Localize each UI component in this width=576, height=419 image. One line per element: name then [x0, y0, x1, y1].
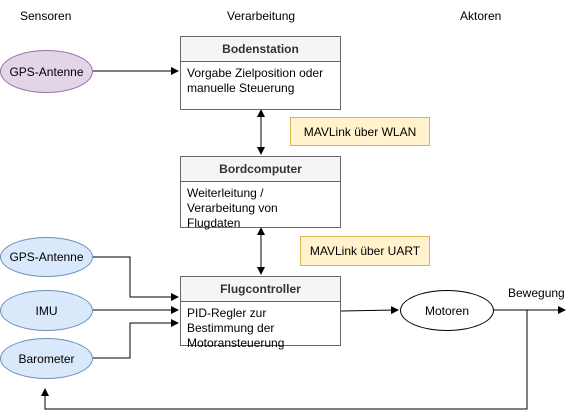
bordcomputer-description: Weiterleitung / Verarbeitung von Flugdat…	[187, 186, 278, 230]
flugcontroller-box: Flugcontroller PID-Regler zur Bestimmung…	[180, 276, 341, 350]
arrow-flugcontroller-to-motoren	[340, 306, 399, 315]
column-heading-actuators: Aktoren	[460, 9, 502, 23]
gps-antenna-top-node: GPS-Antenne	[0, 50, 93, 93]
bordcomputer-title: Bordcomputer	[181, 157, 340, 182]
flugcontroller-description: PID-Regler zur Bestimmung der Motoranste…	[187, 306, 285, 350]
bodenstation-description: Vorgabe Zielposition oder manuelle Steue…	[187, 66, 324, 95]
bodenstation-title: Bodenstation	[181, 37, 340, 62]
arrow-gps-to-flugcontroller	[93, 256, 179, 301]
barometer-node: Barometer	[0, 338, 93, 379]
flugcontroller-title: Flugcontroller	[181, 277, 340, 302]
bodenstation-box: Bodenstation Vorgabe Zielposition oder m…	[180, 36, 341, 110]
arrow-barometer-to-flugcontroller	[93, 319, 179, 359]
column-heading-processing: Verarbeitung	[227, 9, 296, 23]
bordcomputer-box: Bordcomputer Weiterleitung / Verarbeitun…	[180, 156, 341, 230]
note-mavlink-uart: MAVLink über UART	[300, 236, 430, 266]
column-heading-sensors: Sensoren	[20, 9, 72, 23]
bewegung-label: Bewegung	[508, 286, 565, 300]
arrow-feedback-to-barometer	[41, 310, 528, 410]
imu-node: IMU	[0, 290, 93, 331]
note-mavlink-wlan: MAVLink über WLAN	[290, 117, 430, 146]
gps-antenna-bottom-node: GPS-Antenne	[0, 237, 93, 277]
motoren-node: Motoren	[400, 290, 494, 331]
